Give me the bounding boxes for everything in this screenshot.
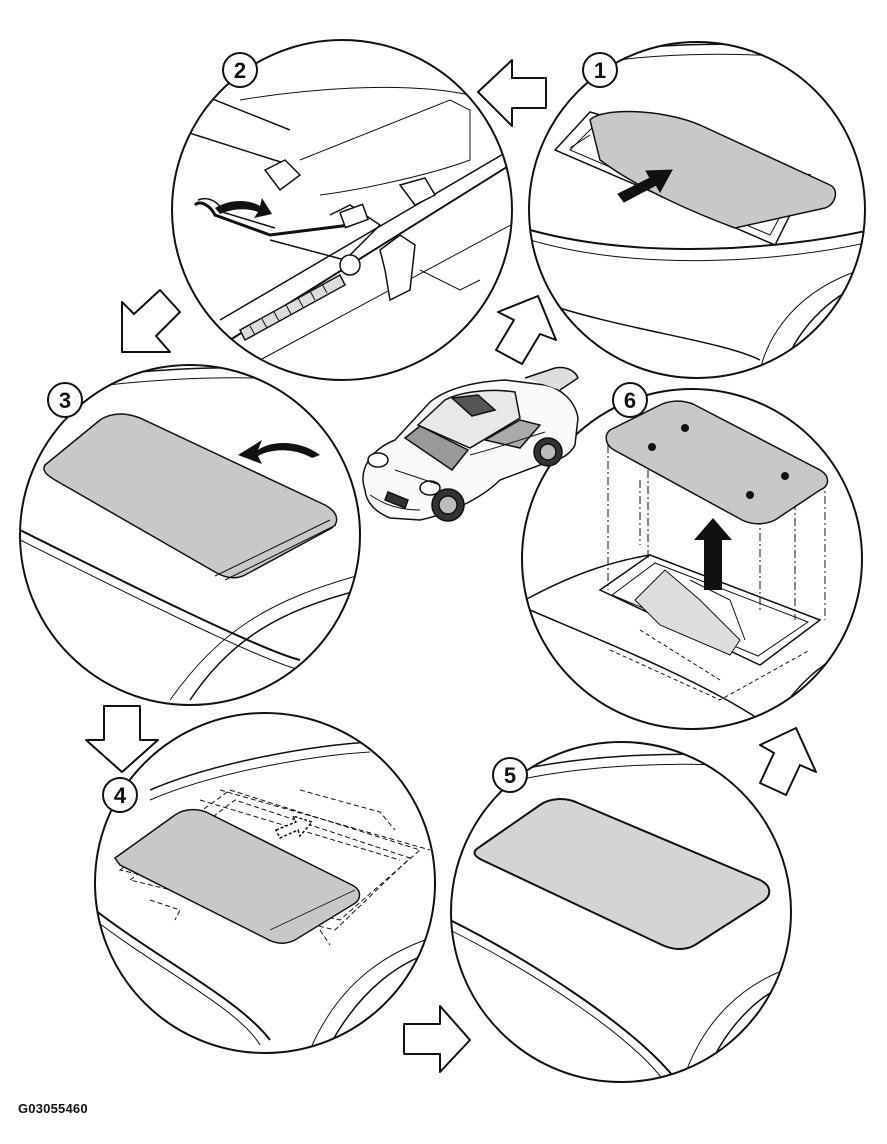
car-illustration — [362, 366, 579, 522]
svg-text:6: 6 — [624, 388, 636, 413]
step-number-5: 5 — [492, 757, 528, 793]
push-arrow-icon — [617, 169, 673, 203]
screw-icons — [648, 424, 789, 499]
step-2-panel — [171, 39, 513, 381]
svg-text:4: 4 — [114, 783, 127, 808]
figure-code: G03055460 — [18, 1101, 88, 1116]
transition-arrow-4-to-5-icon — [403, 1005, 471, 1073]
step-6-panel — [521, 388, 863, 730]
slide-arrow-icon — [274, 814, 314, 839]
step-number-1: 1 — [582, 52, 618, 88]
svg-text:5: 5 — [504, 763, 516, 788]
svg-text:1: 1 — [594, 58, 606, 83]
svg-text:2: 2 — [234, 58, 246, 83]
step-number-6: 6 — [612, 382, 648, 418]
step-number-4: 4 — [102, 777, 138, 813]
step-3-panel — [19, 364, 361, 706]
transition-arrow-2-to-3-icon — [121, 289, 181, 353]
transition-arrow-3-to-4-icon — [85, 705, 159, 773]
tilt-arrow-icon — [238, 440, 320, 464]
svg-text:3: 3 — [59, 388, 71, 413]
step-1-panel — [528, 41, 866, 379]
step-5-panel — [450, 741, 792, 1083]
transition-arrow-center-to-1-icon — [495, 295, 557, 365]
transition-arrow-1-to-2-icon — [477, 59, 547, 127]
step-number-3: 3 — [47, 382, 83, 418]
rotate-arrow-icon — [215, 198, 272, 218]
step-number-2: 2 — [222, 52, 258, 88]
step-4-panel — [94, 712, 436, 1054]
transition-arrow-5-to-6-icon — [759, 727, 817, 796]
lift-arrow-icon — [694, 518, 732, 590]
